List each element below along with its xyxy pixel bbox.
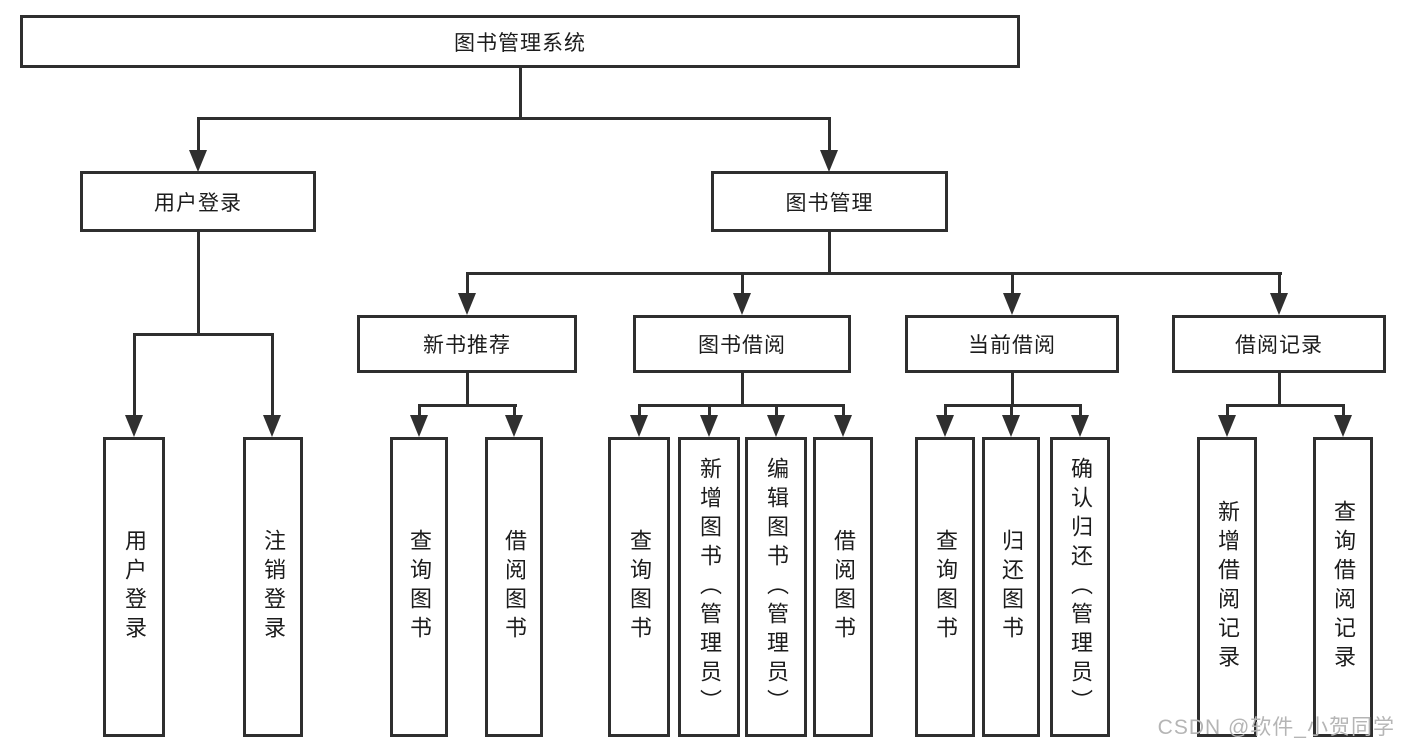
connector-user-login-stub — [197, 232, 200, 335]
connector-user-login-rail — [133, 333, 274, 336]
arrowhead-leaf-bb-edit — [767, 415, 785, 437]
leaf-bb-borrow-books: 借阅图书 — [813, 437, 873, 737]
arrowhead-leaf-bb-query — [630, 415, 648, 437]
leaf-label: 归还图书 — [999, 529, 1024, 645]
leaf-cb-return-books: 归还图书 — [982, 437, 1040, 737]
connector-to-current-borrow — [1011, 272, 1014, 295]
leaf-nb-query-books: 查询图书 — [390, 437, 448, 737]
connector-to-leaf-bb-edit — [775, 404, 778, 417]
connector-to-leaf-user-login — [133, 333, 136, 417]
node-label: 用户登录 — [154, 191, 242, 215]
arrowhead-leaf-nb-query — [410, 415, 428, 437]
leaf-label: 编辑图书（管理员） — [764, 456, 789, 718]
connector-book-borrow-rail — [638, 404, 845, 407]
connector-new-book-rail — [418, 404, 517, 407]
leaf-label: 查询图书 — [933, 529, 958, 645]
connector-root-to-book-management — [828, 117, 831, 152]
leaf-label: 注销登录 — [261, 529, 286, 645]
connector-to-leaf-cb-return — [1010, 404, 1013, 417]
connector-root-stub — [519, 68, 522, 118]
node-label: 图书管理系统 — [454, 31, 586, 55]
leaf-label: 借阅图书 — [831, 529, 856, 645]
leaf-user-login: 用户登录 — [103, 437, 165, 737]
connector-current-borrow-stub — [1011, 373, 1014, 407]
node-label: 当前借阅 — [968, 334, 1056, 357]
arrowhead-leaf-cb-return — [1002, 415, 1020, 437]
arrowhead-leaf-br-add — [1218, 415, 1236, 437]
connector-to-leaf-cb-confirm — [1079, 404, 1082, 417]
arrowhead-user-login — [189, 150, 207, 172]
leaf-label: 查询借阅记录 — [1331, 500, 1356, 674]
leaf-label: 借阅图书 — [502, 529, 527, 645]
leaf-bb-query-books: 查询图书 — [608, 437, 670, 737]
connector-to-leaf-logout — [271, 333, 274, 417]
arrowhead-leaf-user-login — [125, 415, 143, 437]
leaf-label: 新增借阅记录 — [1215, 500, 1240, 674]
leaf-br-query-record: 查询借阅记录 — [1313, 437, 1373, 737]
node-label: 图书管理 — [785, 191, 874, 215]
connector-to-book-borrow — [741, 272, 744, 295]
csdn-watermark: CSDN @软件_小贺同学 — [1157, 716, 1395, 739]
connector-to-new-book-recommend — [466, 272, 469, 295]
leaf-label: 查询图书 — [627, 529, 652, 645]
connector-book-management-stub — [828, 232, 831, 273]
arrowhead-leaf-bb-borrow — [834, 415, 852, 437]
connector-borrow-records-stub — [1278, 373, 1281, 407]
leaf-cb-query-books: 查询图书 — [915, 437, 975, 737]
leaf-cb-confirm-return-admin: 确认归还（管理员） — [1050, 437, 1110, 737]
leaf-label: 用户登录 — [122, 529, 147, 645]
connector-borrow-records-rail — [1226, 404, 1345, 407]
leaf-label: 查询图书 — [407, 529, 432, 645]
arrowhead-leaf-logout — [263, 415, 281, 437]
arrowhead-leaf-br-query — [1334, 415, 1352, 437]
connector-new-book-stub — [466, 373, 469, 407]
connector-to-borrow-records — [1278, 272, 1281, 295]
arrowhead-leaf-cb-confirm — [1071, 415, 1089, 437]
node-book-borrow: 图书借阅 — [633, 315, 851, 373]
arrowhead-book-management — [820, 150, 838, 172]
node-user-login: 用户登录 — [80, 171, 316, 232]
node-current-borrow: 当前借阅 — [905, 315, 1119, 373]
connector-to-leaf-cb-query — [944, 404, 947, 417]
connector-current-borrow-rail — [944, 404, 1082, 407]
leaf-bb-edit-books-admin: 编辑图书（管理员） — [745, 437, 807, 737]
connector-to-leaf-bb-add — [708, 404, 711, 417]
arrowhead-borrow-records — [1270, 293, 1288, 315]
connector-to-leaf-bb-query — [638, 404, 641, 417]
connector-to-leaf-br-query — [1342, 404, 1345, 417]
node-book-management: 图书管理 — [711, 171, 948, 232]
connector-to-leaf-nb-query — [418, 404, 421, 417]
arrowhead-book-borrow — [733, 293, 751, 315]
arrowhead-leaf-nb-borrow — [505, 415, 523, 437]
connector-root-to-user-login — [197, 117, 200, 152]
node-new-book-recommend: 新书推荐 — [357, 315, 577, 373]
leaf-bb-add-books-admin: 新增图书（管理员） — [678, 437, 740, 737]
arrowhead-current-borrow — [1003, 293, 1021, 315]
leaf-label: 新增图书（管理员） — [697, 456, 722, 718]
connector-book-management-rail — [466, 272, 1282, 275]
arrowhead-leaf-bb-add — [700, 415, 718, 437]
node-library-management-system: 图书管理系统 — [20, 15, 1020, 68]
leaf-br-add-record: 新增借阅记录 — [1197, 437, 1257, 737]
node-label: 借阅记录 — [1235, 334, 1323, 357]
connector-to-leaf-bb-borrow — [842, 404, 845, 417]
node-label: 新书推荐 — [423, 334, 511, 357]
connector-to-leaf-nb-borrow — [513, 404, 516, 417]
node-label: 图书借阅 — [698, 334, 786, 357]
leaf-label: 确认归还（管理员） — [1068, 456, 1093, 718]
arrowhead-new-book-recommend — [458, 293, 476, 315]
leaf-nb-borrow-books: 借阅图书 — [485, 437, 543, 737]
connector-book-borrow-stub — [741, 373, 744, 407]
connector-to-leaf-br-add — [1226, 404, 1229, 417]
connector-root-rail — [197, 117, 831, 120]
node-borrow-records: 借阅记录 — [1172, 315, 1386, 373]
arrowhead-leaf-cb-query — [936, 415, 954, 437]
leaf-logout: 注销登录 — [243, 437, 303, 737]
